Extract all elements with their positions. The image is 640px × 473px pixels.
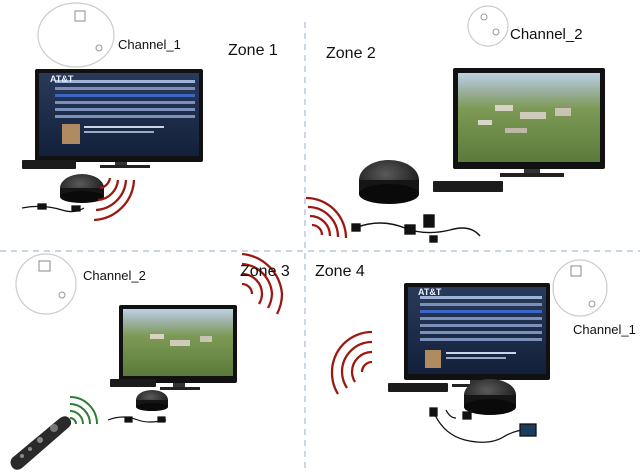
signal-waves-zone4 [330,330,373,395]
tv-zone1 [35,69,203,168]
signal-waves-center [305,196,348,239]
thermostat-zone4 [552,259,608,317]
tv-zone2 [453,68,605,177]
channel-label-zone2: Channel_2 [510,26,583,43]
guide-brand-zone4: AT&T [418,287,442,297]
thermostat-zone1 [37,2,115,68]
hub-zone1 [60,174,104,203]
zone-4-label: Zone 4 [315,263,365,280]
channel-label-zone4: Channel_1 [573,322,636,337]
cable-zone1 [21,203,85,213]
cable-zone4 [429,407,537,443]
signal-waves-zone1 [93,177,136,222]
thermostat-zone2 [467,5,509,47]
zone-3-label: Zone 3 [240,263,290,280]
channel-label-zone1: Channel_1 [118,37,181,52]
remote-signal-waves [69,396,98,425]
hub-zone4 [464,379,516,415]
tv-zone4 [404,283,550,387]
signal-waves-zone3 [241,252,284,315]
zone-1-label: Zone 1 [228,42,278,59]
cable-zone3 [107,416,167,423]
tv-zone3 [119,305,237,390]
set-top-box-zone3 [110,379,156,387]
hub-zone3 [136,390,168,411]
remote-control [10,416,72,470]
guide-brand-zone1: AT&T [50,74,74,84]
set-top-box-zone2 [433,181,503,192]
zone-2-label: Zone 2 [326,45,376,62]
set-top-box-zone1 [22,160,76,169]
thermostat-zone3 [15,253,77,315]
channel-label-zone3: Channel_2 [83,268,146,283]
set-top-box-zone4 [388,383,448,392]
cable-zone2 [351,214,481,243]
hub-zone2 [359,160,419,204]
